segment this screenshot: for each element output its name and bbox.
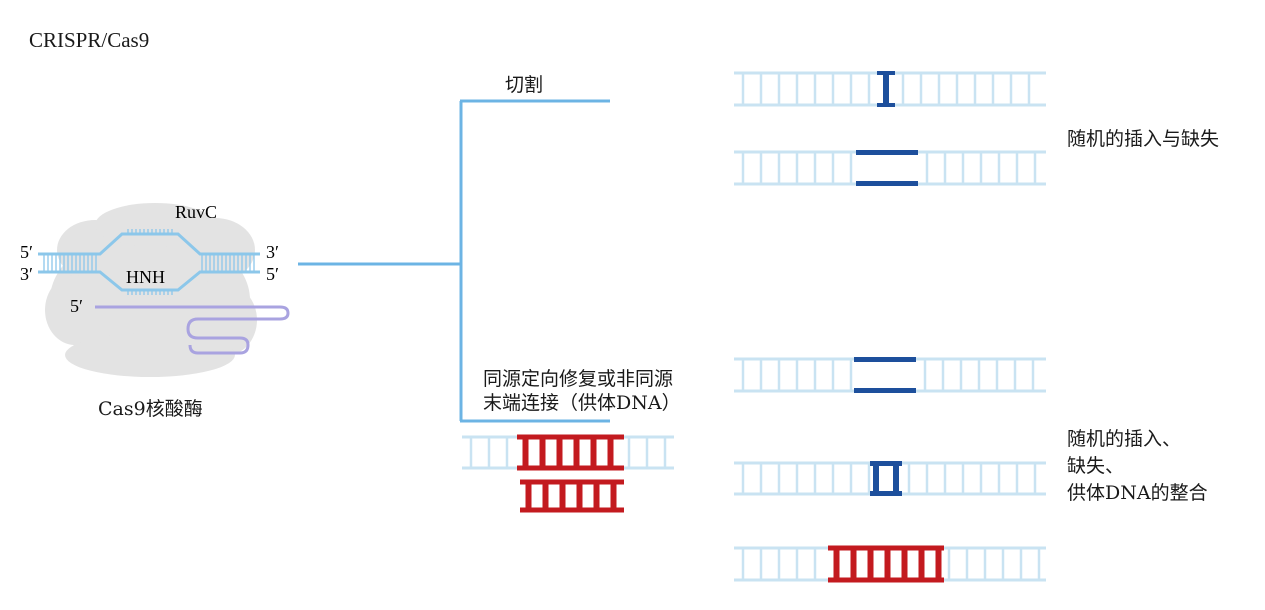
branch-connector [298,99,610,423]
cas9-dna-rungs [43,229,255,295]
dna-row5-left [734,546,832,582]
end-5-bottom-right: 5′ [266,264,279,284]
donor-insert-bottom [520,479,624,513]
donor-flank-left [462,435,520,470]
end-3-top-right: 3′ [266,242,279,262]
donor-insert-top [517,434,624,471]
dna-row3-right [916,357,1046,393]
cut-label: 切割 [505,74,544,96]
outcome-upper-label: 随机的插入与缺失 [1067,128,1220,150]
cut-marks [854,71,918,496]
ruvc-label: RuvC [175,202,217,222]
dna-row4-right [900,461,1046,496]
diagram-title: CRISPR/Cas9 [29,28,150,52]
guide-5-label: 5′ [70,296,83,316]
end-5-top-left: 5′ [20,242,33,262]
dna-ladders [462,71,1046,583]
donor-flank-right [620,435,674,470]
dna-row1-right [894,71,1046,107]
enzyme-label: Cas9核酸酶 [98,398,203,420]
repair-label: 同源定向修复或非同源 末端连接（供体DNA） [483,368,681,414]
cas9-dna [38,232,260,292]
hnh-label: HNH [126,267,165,287]
outcome-lower-label: 随机的插入、 缺失、 供体DNA的整合 [1067,428,1208,504]
guide-rna [95,305,290,355]
dna-row4-left [734,461,872,496]
dna-row2-right [918,150,1046,186]
dna-row3-left [734,357,856,393]
dna-row2-left [734,150,858,186]
dna-row5-right [940,546,1046,582]
dna-row5-donor [828,545,944,583]
end-3-bottom-left: 3′ [20,264,33,284]
dna-row1-left [734,71,878,107]
